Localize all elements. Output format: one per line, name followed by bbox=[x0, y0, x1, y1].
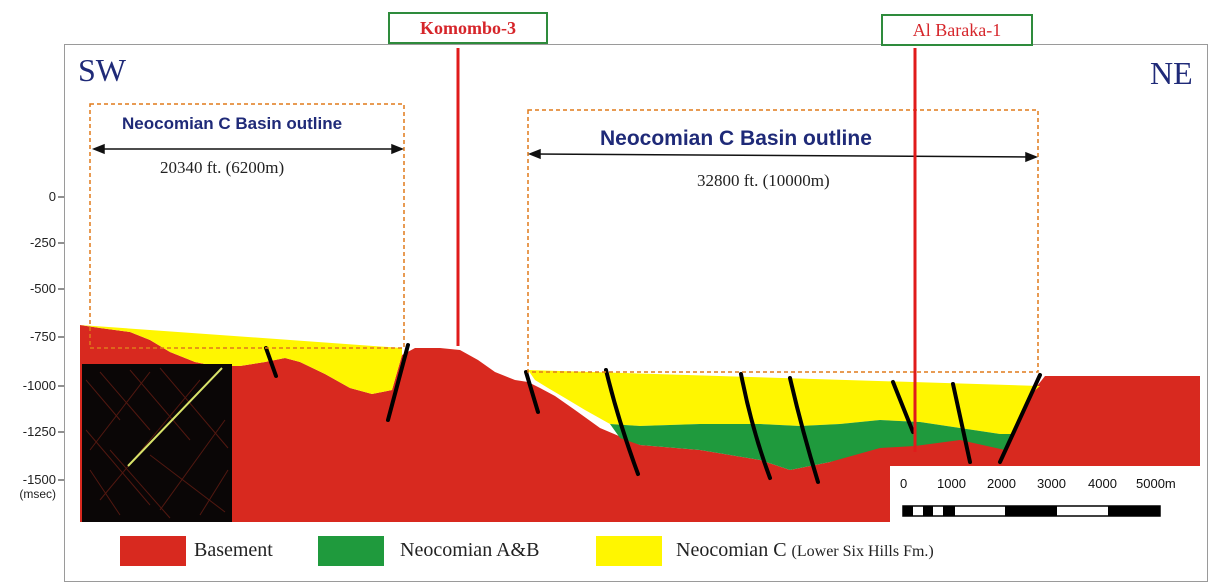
legend-swatch-neocomian-ab bbox=[318, 536, 384, 566]
basin-outline-left bbox=[89, 103, 405, 349]
scale-label: 5000m bbox=[1136, 476, 1176, 491]
fault-1 bbox=[264, 346, 278, 378]
basin-title-left: Neocomian C Basin outline bbox=[122, 114, 343, 133]
inset-line bbox=[99, 379, 201, 501]
legend-label-basement: Basement bbox=[194, 539, 273, 561]
inset-line bbox=[199, 469, 229, 516]
basin-width-right: 32800 ft. (10000m) bbox=[697, 171, 830, 190]
basin-outline-right bbox=[527, 109, 1039, 373]
inset-line bbox=[159, 419, 226, 511]
y-tick-label: 0 bbox=[48, 189, 56, 204]
y-tick-label: -500 bbox=[29, 281, 56, 296]
y-axis-unit: (msec) bbox=[19, 487, 56, 501]
inset-line bbox=[129, 369, 191, 441]
dimension-arrow-right bbox=[533, 153, 1033, 158]
neocomian-c-right-layer bbox=[528, 370, 1040, 434]
fault-6 bbox=[788, 376, 820, 484]
inset-line bbox=[99, 371, 151, 431]
arrowhead-left-a bbox=[91, 143, 105, 155]
legend-label-neocomian-ab: Neocomian A&B bbox=[400, 539, 540, 561]
arrowhead-right-b bbox=[1025, 151, 1039, 163]
legend-label-neocomian-c-note: (Lower Six Hills Fm.) bbox=[791, 543, 934, 560]
section-frame bbox=[64, 44, 1208, 582]
scale-bar bbox=[890, 466, 1202, 522]
dimension-arrows bbox=[91, 143, 1039, 163]
neocomian-c-left-layer bbox=[80, 325, 402, 394]
legend-label-neocomian-c: Neocomian C (Lower Six Hills Fm.) bbox=[676, 539, 934, 562]
seismic-inset-map bbox=[82, 364, 232, 522]
fault-8 bbox=[951, 382, 972, 464]
y-tick-label: -250 bbox=[29, 235, 56, 250]
inset-line bbox=[149, 454, 226, 513]
arrowhead-left-b bbox=[391, 143, 405, 155]
inset-line bbox=[159, 367, 229, 449]
scale-seg bbox=[903, 506, 913, 516]
fault-7 bbox=[891, 380, 915, 434]
scale-seg bbox=[1108, 506, 1160, 516]
y-axis-ticks bbox=[58, 196, 64, 481]
inset-profile-line bbox=[127, 367, 223, 467]
fault-9 bbox=[998, 373, 1042, 464]
basin-width-left: 20340 ft. (6200m) bbox=[160, 158, 285, 177]
y-tick-label: -1000 bbox=[22, 378, 56, 393]
direction-label-ne: NE bbox=[1150, 55, 1193, 91]
fault-3 bbox=[524, 370, 540, 414]
fault-4 bbox=[604, 368, 640, 476]
direction-label-sw: SW bbox=[78, 52, 126, 88]
y-tick-label: -750 bbox=[29, 329, 56, 344]
fault-2 bbox=[386, 343, 410, 422]
inset-line bbox=[89, 469, 121, 516]
inset-background bbox=[82, 364, 232, 522]
fault-lines bbox=[264, 343, 1042, 484]
scale-seg bbox=[923, 506, 933, 516]
legend-label-neocomian-c-name: Neocomian C bbox=[676, 539, 787, 561]
scale-label: 0 bbox=[900, 476, 908, 491]
inset-line bbox=[109, 449, 171, 519]
inset-line bbox=[89, 371, 151, 451]
arrowhead-right-a bbox=[527, 148, 541, 160]
well-label-al-baraka-1: Al Baraka-1 bbox=[881, 14, 1033, 46]
scale-seg bbox=[1005, 506, 1057, 516]
well-label-komombo-3: Komombo-3 bbox=[388, 12, 548, 44]
fault-5 bbox=[739, 372, 772, 480]
inset-line bbox=[85, 429, 151, 506]
scale-label: 3000 bbox=[1037, 476, 1066, 491]
legend-swatch-basement bbox=[120, 536, 186, 566]
inset-grid-lines bbox=[85, 367, 229, 519]
scale-label: 4000 bbox=[1088, 476, 1117, 491]
y-tick-label: -1250 bbox=[22, 424, 56, 439]
legend-swatch-neocomian-c bbox=[596, 536, 662, 566]
scale-seg bbox=[943, 506, 955, 516]
basin-title-right: Neocomian C Basin outline bbox=[600, 127, 872, 150]
inset-line bbox=[85, 379, 121, 421]
scale-label: 1000 bbox=[937, 476, 966, 491]
scale-label: 2000 bbox=[987, 476, 1016, 491]
y-tick-label: -1500 bbox=[22, 472, 56, 487]
